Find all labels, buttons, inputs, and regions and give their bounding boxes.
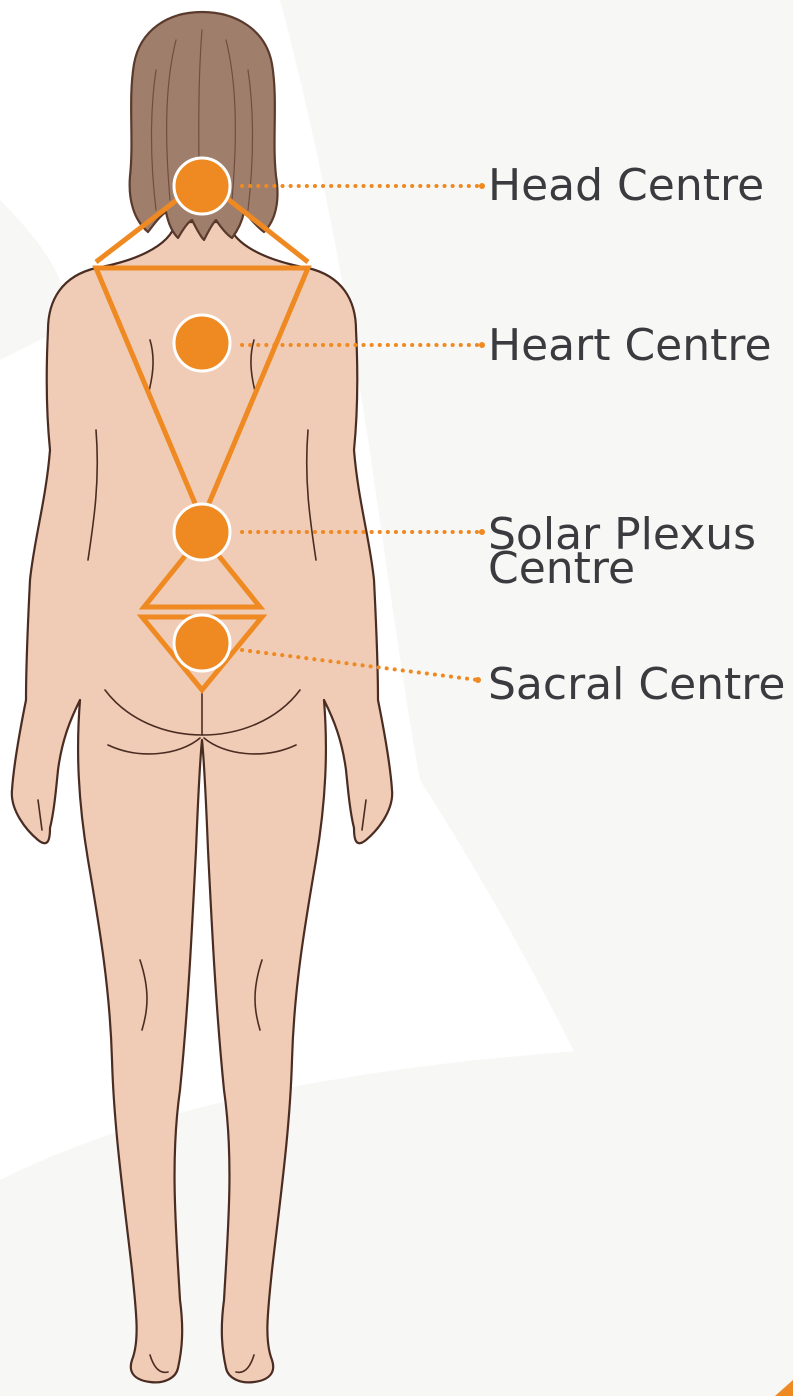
solar-plexus-centre-circle [174, 504, 230, 560]
heart-centre-label: Heart Centre [488, 326, 772, 366]
sacral-centre-label: Sacral Centre [488, 665, 785, 705]
head-centre-label: Head Centre [488, 166, 764, 206]
sacral-centre-circle [174, 615, 230, 671]
head-centre-circle [174, 158, 230, 214]
heart-centre-circle [174, 315, 230, 371]
solar-plexus-centre-label: Solar Plexus Centre [488, 515, 788, 589]
